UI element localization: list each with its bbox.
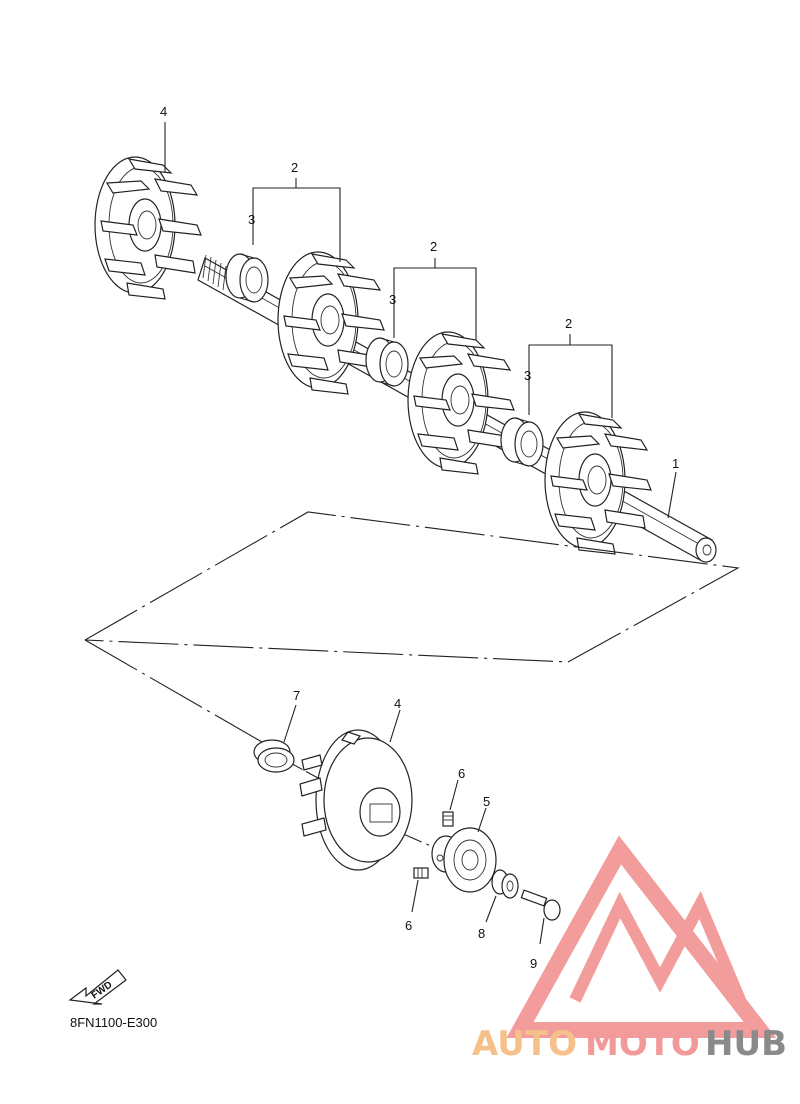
callout-label: 3 xyxy=(389,292,396,307)
set-screw-6-top: 6 xyxy=(442,766,465,827)
sprocket-end-top xyxy=(94,156,202,300)
callout-2-b: 2 3 xyxy=(389,239,477,340)
callout-label: 6 xyxy=(405,918,412,933)
callout-label: 3 xyxy=(524,368,531,383)
callout-label: 5 xyxy=(483,794,490,809)
end-sprocket-bottom: 4 xyxy=(299,696,413,871)
callout-label: 1 xyxy=(672,456,679,471)
callout-label: 9 xyxy=(530,956,537,971)
callout-label: 4 xyxy=(394,696,401,711)
sprocket-c xyxy=(544,411,652,555)
bolt-9: 9 xyxy=(520,889,561,971)
spacer-c xyxy=(500,417,544,467)
fwd-arrow: FWD xyxy=(68,969,127,1005)
callout-label: 7 xyxy=(293,688,300,703)
callout-2-c: 2 3 xyxy=(524,316,613,418)
bearing-5: 5 xyxy=(431,794,497,893)
watermark-hub: HUB xyxy=(705,1024,787,1064)
watermark-text: AUTO MOTO HUB xyxy=(472,1024,787,1064)
callout-label: 4 xyxy=(160,104,167,119)
callout-4-top: 4 xyxy=(160,104,167,172)
clip-7: 7 xyxy=(253,688,300,773)
callout-label: 2 xyxy=(430,239,437,254)
spacer-b xyxy=(365,337,409,387)
callout-1: 1 xyxy=(667,456,679,519)
callout-label: 8 xyxy=(478,926,485,941)
watermark-logo xyxy=(506,835,777,1038)
diagram-code: 8FN1100-E300 xyxy=(70,1015,157,1030)
callout-label: 2 xyxy=(565,316,572,331)
callout-2-a: 2 3 xyxy=(248,160,341,262)
sprocket-b xyxy=(407,331,515,475)
watermark-auto: AUTO xyxy=(472,1024,577,1064)
callout-label: 3 xyxy=(248,212,255,227)
callout-label: 6 xyxy=(458,766,465,781)
callout-label: 2 xyxy=(291,160,298,175)
spacer-a xyxy=(225,253,269,303)
washer-8: 8 xyxy=(478,869,519,941)
set-screw-6-bottom: 6 xyxy=(405,867,429,933)
watermark-moto: MOTO xyxy=(585,1024,700,1064)
